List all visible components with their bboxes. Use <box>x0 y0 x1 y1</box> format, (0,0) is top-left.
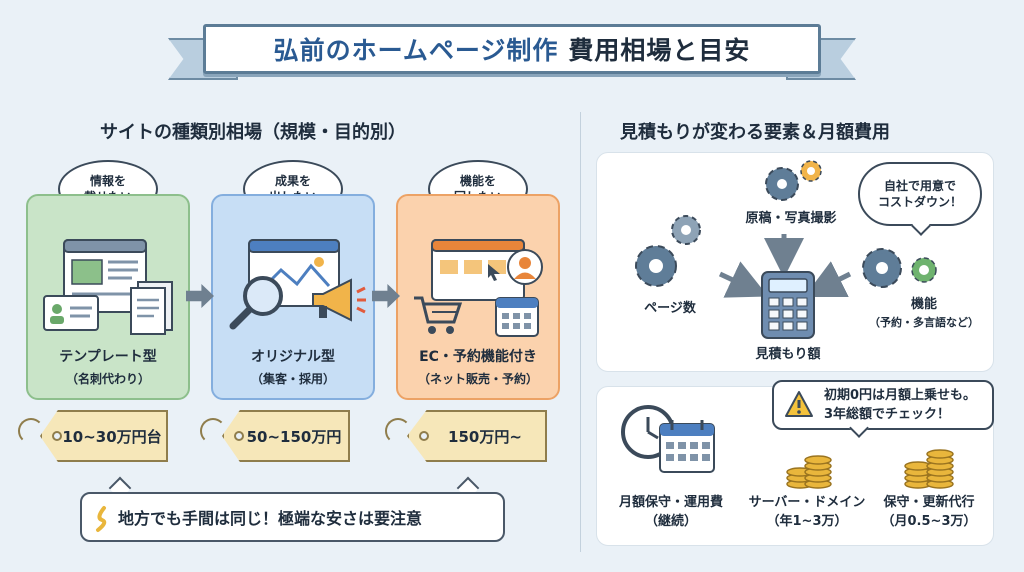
arrows-to-calculator <box>718 234 852 298</box>
page-title-sub: 費用相場と目安 <box>568 36 751 65</box>
card-template-sub: （名刺代わり） <box>65 372 150 386</box>
tag-hole-3 <box>419 431 429 441</box>
price-tag-template: 10~30万円台 <box>40 410 168 462</box>
section-divider <box>580 112 581 552</box>
arrow-template-to-original <box>186 284 214 308</box>
warning-bubble: 初期0円は月額上乗せも。 3年総額でチェック！ <box>772 380 994 430</box>
bubble-original-line1: 成果を <box>274 173 311 188</box>
card-original-name: オリジナル型 <box>251 349 335 365</box>
monthly-item-server-sub: （年1~3万） <box>766 513 848 529</box>
coin-stack-icon <box>904 449 954 489</box>
price-tag-template-text: 10~30万円台 <box>62 427 162 446</box>
calculator-icon <box>761 271 815 339</box>
monthly-item-maintenance-sub: （継続） <box>644 513 697 529</box>
calendar-icon <box>659 420 715 473</box>
gear-icon <box>765 167 799 201</box>
tag-string-3 <box>385 418 411 444</box>
magnifier-icon <box>229 276 283 330</box>
cursor-icon <box>488 264 500 281</box>
price-tag-ec-text: 150万円~ <box>448 427 522 446</box>
template-page-icon <box>63 239 147 313</box>
factor-features-label: 機能 （予約・多言語など） <box>860 296 988 331</box>
left-section-heading: サイトの種類別相場（規模・目的別） <box>100 122 406 143</box>
tag-hole-2 <box>234 431 244 441</box>
tag-string-2 <box>200 418 226 444</box>
business-card-icon <box>43 295 99 331</box>
bubble-self-prep-line1: 自社で用意で <box>883 178 956 193</box>
note-caution: 地方でも手間は同じ！極端な安さは要注意 <box>80 492 505 542</box>
monthly-item-maintenance-name: 月額保守・運用費 <box>618 495 723 510</box>
monthly-item-server-name: サーバー・ドメイン <box>748 495 866 510</box>
bubble-self-prep: 自社で用意で コストダウン！ <box>858 162 982 226</box>
shopping-cart-icon <box>414 296 463 334</box>
factor-features-name: 機能 <box>910 297 937 312</box>
card-ec: EC・予約機能付き （ネット販売・予約） <box>396 194 560 400</box>
monthly-item-server: サーバー・ドメイン （年1~3万） <box>742 494 872 532</box>
estimate-label: 見積もり額 <box>755 347 821 362</box>
page-title: 弘前のホームページ制作 費用相場と目安 <box>203 24 821 74</box>
card-template-name: テンプレート型 <box>59 349 157 365</box>
price-tag-original-text: 50~150万円 <box>246 427 342 446</box>
tag-string-1 <box>18 418 44 444</box>
bubble-ec-line1: 機能を <box>459 173 496 188</box>
coin-stack-icon <box>786 455 832 489</box>
gear-icon <box>635 245 677 287</box>
tag-hole-1 <box>52 431 62 441</box>
card-ec-name: EC・予約機能付き <box>419 349 537 365</box>
price-tag-ec: 150万円~ <box>407 410 547 462</box>
warning-icon <box>785 391 813 417</box>
gear-icon <box>862 248 902 288</box>
card-template: テンプレート型 （名刺代わり） <box>26 194 190 400</box>
monthly-item-update: 保守・更新代行 （月0.5~3万） <box>866 494 992 532</box>
user-icon <box>507 249 543 285</box>
warning-line1: 初期0円は月額上乗せも。 <box>824 388 977 403</box>
right-section-heading: 見積もりが変わる要素＆月額費用 <box>620 122 890 143</box>
gear-icon <box>800 160 822 182</box>
pencil-icon <box>96 506 107 532</box>
warning-line2: 3年総額でチェック！ <box>824 406 951 422</box>
megaphone-icon <box>312 278 366 322</box>
monthly-item-update-sub: （月0.5~3万） <box>881 513 977 529</box>
gear-icon <box>671 215 701 245</box>
monthly-item-maintenance: 月額保守・運用費 （継続） <box>606 494 736 532</box>
page-title-main: 弘前のホームページ制作 <box>273 36 559 65</box>
factor-features-sub: （予約・多言語など） <box>869 315 979 329</box>
documents-icon <box>130 281 173 335</box>
factor-pages-label: ページ数 <box>644 301 696 316</box>
calendar-icon <box>495 297 539 337</box>
bubble-self-prep-line2: コストダウン！ <box>877 195 962 209</box>
gear-icon <box>911 257 937 283</box>
factor-manuscript-label: 原稿・写真撮影 <box>745 211 837 226</box>
card-ec-sub: （ネット販売・予約） <box>417 372 538 386</box>
note-caution-text: 地方でも手間は同じ！極端な安さは要注意 <box>118 509 423 528</box>
monthly-item-update-name: 保守・更新代行 <box>883 495 975 510</box>
card-original: オリジナル型 （集客・採用） <box>211 194 375 400</box>
card-original-sub: （集客・採用） <box>250 372 335 386</box>
bubble-template-line1: 情報を <box>89 173 126 188</box>
